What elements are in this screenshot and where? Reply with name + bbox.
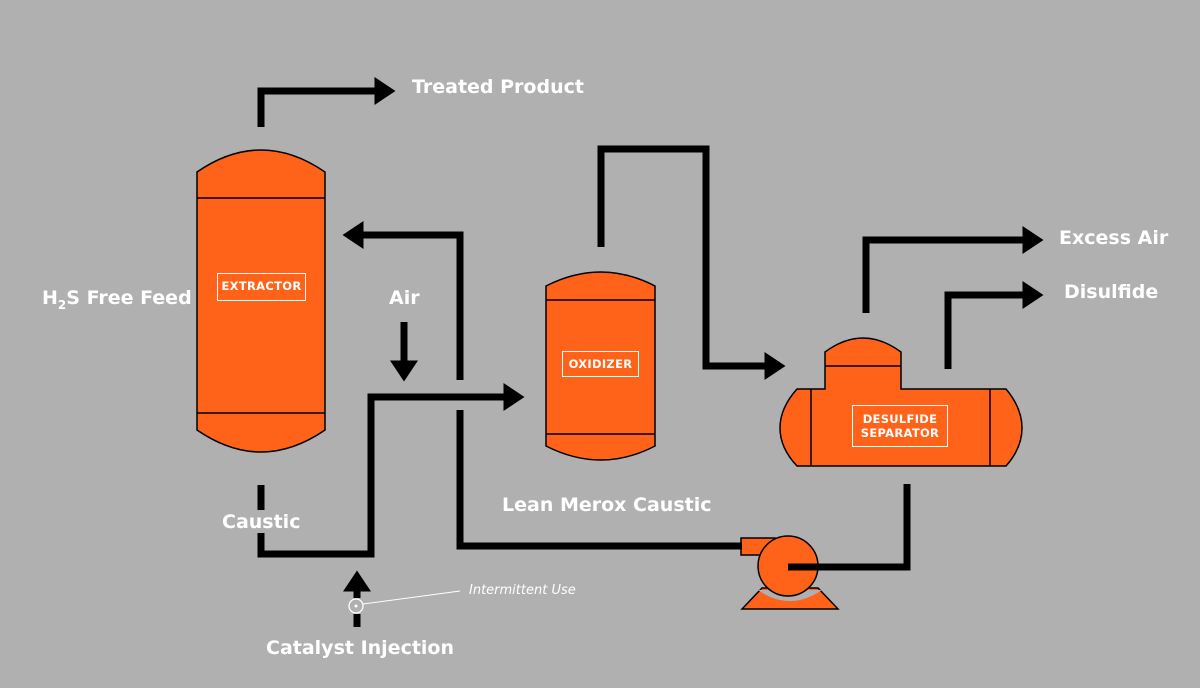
pipe-separator-to-pump — [788, 484, 911, 571]
label-lean-caustic: Lean Merox Caustic — [502, 494, 712, 516]
extractor-vessel — [196, 149, 326, 453]
desulfide-separator-vessel — [779, 337, 1023, 467]
feed-prefix: H — [42, 287, 58, 309]
pipe-caustic-return — [342, 221, 464, 380]
extractor-label: EXTRACTOR — [217, 273, 306, 301]
feed-sub: 2 — [57, 297, 67, 312]
label-disulfide: Disulfide — [1064, 281, 1159, 303]
label-excess-air: Excess Air — [1059, 227, 1169, 249]
label-intermittent-use: Intermittent Use — [469, 583, 576, 598]
feed-suffix: S Free Feed — [66, 287, 192, 309]
label-catalyst-injection: Catalyst Injection — [266, 637, 455, 659]
pipe-oxidizer-overhead — [597, 145, 786, 380]
label-treated-product: Treated Product — [412, 76, 584, 98]
pipe-lean-caustic — [456, 410, 742, 550]
intermittent-valve-icon — [348, 590, 461, 614]
separator-label-line1: DESULFIDE — [862, 412, 938, 426]
label-feed: H2S Free Feed — [42, 287, 192, 312]
pipe-treated-product — [257, 77, 396, 127]
pipe-disulfide — [944, 281, 1044, 369]
label-air: Air — [389, 287, 420, 309]
oxidizer-label: OXIDIZER — [562, 351, 639, 377]
separator-label-line2: SEPARATOR — [860, 426, 940, 440]
pump-icon — [740, 535, 840, 610]
label-caustic: Caustic — [222, 511, 301, 533]
pipe-excess-air — [862, 226, 1044, 313]
oxidizer-vessel — [545, 271, 656, 461]
pipe-caustic-to-oxidizer — [257, 397, 507, 558]
